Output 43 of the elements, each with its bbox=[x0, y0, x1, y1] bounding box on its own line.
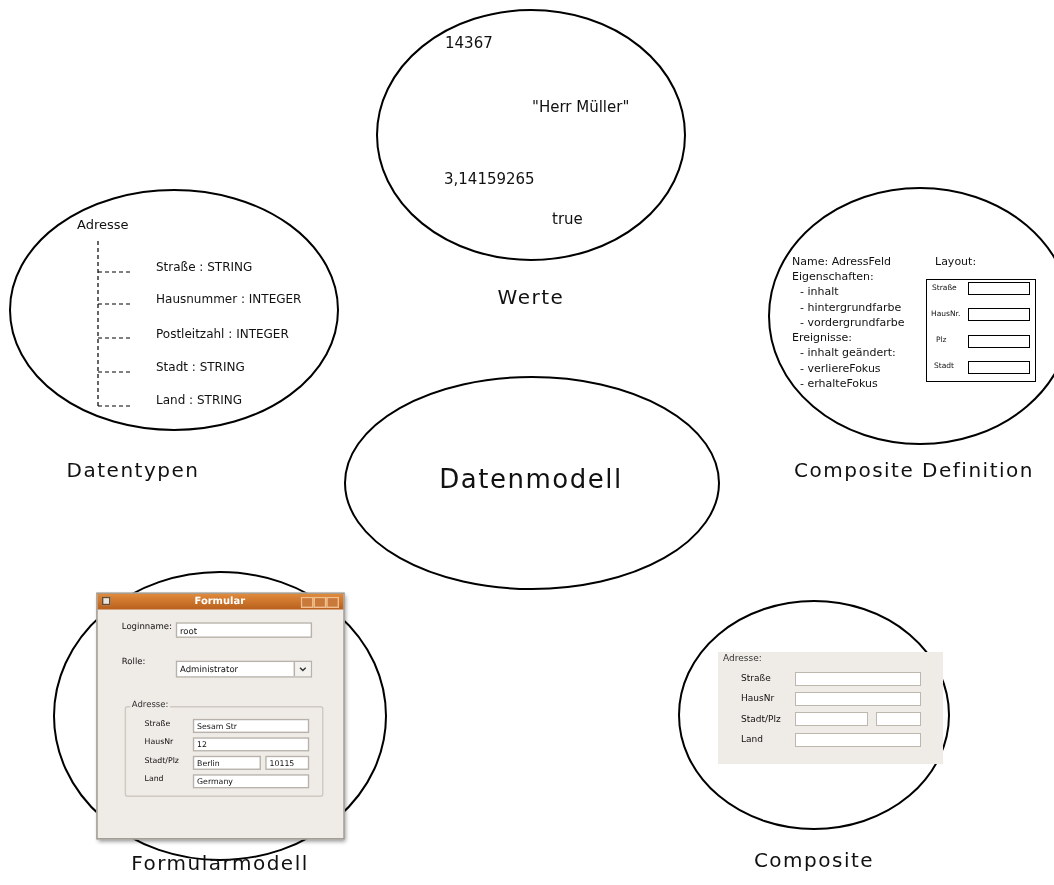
definition-text: - hintergrundfarbe bbox=[800, 301, 902, 315]
center-title: Datenmodell bbox=[439, 465, 623, 495]
type-name: Adresse bbox=[77, 217, 129, 233]
definition-text: Layout: bbox=[935, 255, 977, 269]
ellipse-caption: Composite Definition bbox=[794, 458, 1034, 482]
ellipse-node bbox=[342, 374, 722, 592]
group-label: Adresse: bbox=[130, 699, 170, 710]
field-label: Stadt/Plz bbox=[741, 713, 781, 725]
address-panel bbox=[718, 652, 943, 764]
definition-text: Name: AdressFeld bbox=[792, 255, 891, 269]
value-text: 14367 bbox=[445, 35, 493, 53]
definition-text: - verliereFokus bbox=[800, 362, 881, 376]
value-text: "Herr Müller" bbox=[532, 99, 630, 117]
field-label: Loginname: bbox=[121, 621, 172, 632]
dropdown-field: Administrator bbox=[175, 660, 313, 678]
field-type-text: Hausnummer : INTEGER bbox=[156, 293, 302, 307]
value-text: 3,14159265 bbox=[444, 171, 535, 189]
form-window bbox=[96, 592, 345, 840]
ellipse-caption: Composite bbox=[753, 848, 875, 872]
field-type-text: Land : STRING bbox=[156, 394, 243, 408]
input-field: root bbox=[175, 622, 313, 638]
window-title: Formular bbox=[194, 595, 246, 607]
definition-text: - vordergrundfarbe bbox=[800, 316, 905, 330]
ellipse-caption: Werte bbox=[497, 285, 565, 309]
field-type-text: Stadt : STRING bbox=[156, 361, 245, 375]
field-label: Straße bbox=[741, 672, 771, 684]
field-label: Land bbox=[741, 733, 763, 745]
definition-text: Eigenschaften: bbox=[792, 270, 874, 284]
field-label: HausNr bbox=[741, 692, 775, 704]
ellipse-node bbox=[8, 188, 340, 484]
definition-text: Ereignisse: bbox=[792, 331, 852, 345]
ellipse-caption: Datentypen bbox=[66, 458, 200, 482]
ellipse-node bbox=[768, 186, 1054, 484]
definition-text: - inhalt bbox=[800, 285, 839, 299]
field-type-text: Straße : STRING bbox=[156, 261, 253, 275]
ellipse-caption: Formularmodell bbox=[131, 851, 309, 875]
layout-box bbox=[926, 279, 1036, 382]
field-label: Rolle: bbox=[121, 657, 146, 667]
definition-text: - inhalt geändert: bbox=[800, 346, 896, 360]
definition-text: - erhalteFokus bbox=[800, 377, 878, 391]
value-text: true bbox=[552, 211, 583, 229]
field-type-text: Postleitzahl : INTEGER bbox=[156, 328, 289, 342]
group-label: Adresse: bbox=[722, 652, 763, 664]
